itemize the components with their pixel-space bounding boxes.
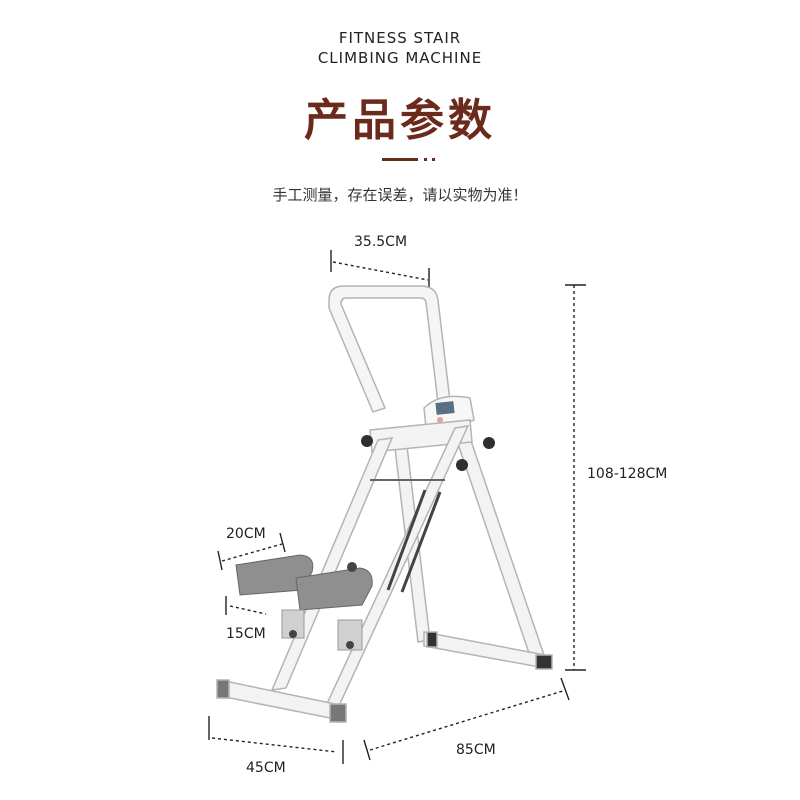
handlebar xyxy=(328,285,453,421)
decorative-line xyxy=(382,158,418,161)
english-title-line-1: FITNESS STAIR xyxy=(338,29,462,47)
dimension-lines xyxy=(208,250,586,764)
pedals xyxy=(235,554,373,651)
hydraulic-cylinders xyxy=(370,479,445,593)
decorative-dot xyxy=(432,158,435,161)
decorative-dot xyxy=(424,158,427,161)
measurement-disclaimer: 手工测量，存在误差，请以实物为准！ xyxy=(272,186,528,204)
header: FITNESS STAIR CLIMBING MACHINE xyxy=(0,28,800,68)
adjustment-knobs xyxy=(361,435,495,471)
dim-pedal-length: 20CM xyxy=(226,526,266,542)
dim-base-length: 85CM xyxy=(456,742,496,758)
chinese-title: 产品参数 xyxy=(304,95,496,146)
dim-height: 108-128CM xyxy=(587,466,668,482)
dim-pedal-height: 15CM xyxy=(226,626,266,642)
dim-base-width: 45CM xyxy=(246,760,286,776)
dim-top-width: 35.5CM xyxy=(354,234,408,250)
english-title-line-2: CLIMBING MACHINE xyxy=(317,49,483,67)
